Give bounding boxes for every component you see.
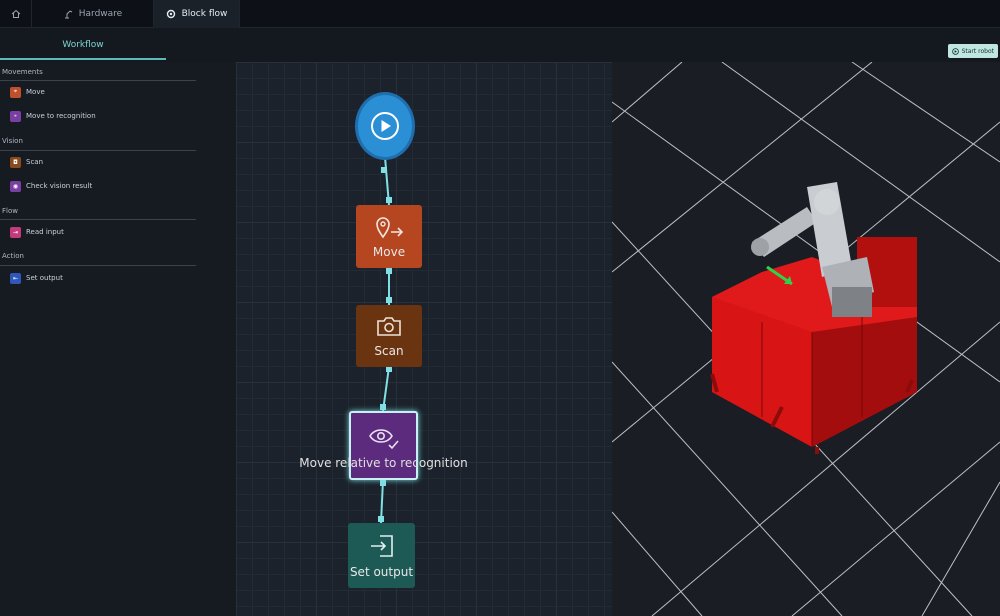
section-divider (0, 150, 196, 151)
palette-item-label: Check vision result (26, 182, 93, 190)
palette-item-scan[interactable]: ◘ Scan (10, 155, 43, 169)
tab-block-flow[interactable]: Block flow (154, 0, 240, 28)
connector-line (382, 366, 390, 412)
section-title-vision: Vision (2, 137, 23, 145)
start-node[interactable] (358, 95, 412, 157)
input-icon: ⇥ (10, 226, 21, 238)
block-palette-sidebar: Movements ⌖ Move ⁍ Move to recognition V… (0, 62, 196, 616)
output-icon: ⇤ (10, 272, 21, 284)
location-pin-arrow-icon (376, 216, 404, 238)
flow-block-label: Scan (374, 344, 404, 358)
section-divider (0, 265, 196, 266)
robot-cell-frame (710, 237, 917, 454)
palette-item-label: Read input (26, 228, 64, 236)
flow-block-move[interactable]: Move (356, 205, 422, 268)
tab-hardware-label: Hardware (78, 9, 123, 19)
connector-port (381, 167, 387, 173)
connector-port (386, 268, 392, 274)
palette-item-move[interactable]: ⌖ Move (10, 85, 45, 99)
robot-3d-viewport[interactable] (612, 62, 1000, 616)
flow-block-label: Move relative to recognition (299, 456, 468, 470)
flow-block-label: Set output (349, 564, 414, 579)
section-title-flow: Flow (2, 207, 18, 215)
camera-icon (377, 317, 401, 336)
flow-block-label: Move (372, 244, 406, 259)
flow-block-set-output[interactable]: Set output (348, 523, 415, 588)
section-divider (0, 219, 196, 220)
tab-workflow[interactable]: Workflow (0, 28, 166, 62)
tab-home[interactable] (0, 0, 32, 28)
block-flow-icon (166, 9, 175, 19)
recognition-icon: ⁍ (10, 110, 21, 122)
section-title-movements: Movements (2, 68, 43, 76)
start-robot-button[interactable]: Start robot (947, 44, 998, 58)
palette-item-check-vision-result[interactable]: ◉ Check vision result (10, 179, 92, 193)
tab-workflow-label: Workflow (62, 40, 104, 50)
play-icon (371, 112, 399, 140)
top-tab-bar: Hardware Block flow (0, 0, 1000, 28)
eye-check-icon (368, 429, 399, 450)
tab-block-flow-label: Block flow (181, 9, 228, 19)
flow-block-move-relative-to-recognition[interactable]: Move relative to recognition (299, 411, 468, 480)
connector-port (380, 480, 386, 486)
eye-icon: ◉ (10, 180, 21, 192)
palette-item-label: Scan (26, 158, 44, 166)
connector-port (386, 366, 392, 372)
secondary-bar: Workflow Start robot (0, 28, 1000, 62)
flow-canvas[interactable] (236, 62, 612, 616)
section-title-action: Action (2, 252, 24, 260)
output-icon (370, 534, 393, 557)
palette-item-read-input[interactable]: ⇥ Read input (10, 225, 64, 239)
robot-arm-model (751, 182, 874, 317)
palette-item-label: Move to recognition (26, 112, 96, 120)
sidebar-gap (196, 62, 236, 616)
palette-item-move-to-recognition[interactable]: ⁍ Move to recognition (10, 109, 96, 123)
palette-item-label: Move (26, 88, 45, 96)
home-icon (11, 9, 20, 18)
palette-item-set-output[interactable]: ⇤ Set output (10, 271, 63, 285)
play-circle-icon (951, 47, 959, 55)
camera-icon: ◘ (10, 156, 21, 168)
flow-block-scan[interactable]: Scan (356, 305, 422, 367)
robot-arm-icon (64, 10, 72, 19)
start-robot-label: Start robot (961, 47, 994, 55)
palette-item-label: Set output (26, 274, 63, 282)
move-icon: ⌖ (10, 86, 21, 98)
tab-hardware[interactable]: Hardware (32, 0, 154, 28)
connector-line (380, 479, 384, 524)
section-divider (0, 80, 196, 81)
connector-port (380, 404, 386, 410)
connector-port (386, 297, 392, 303)
connector-port (378, 516, 384, 522)
robot-cell-3d-view (612, 62, 1000, 616)
connector-port (386, 197, 392, 203)
